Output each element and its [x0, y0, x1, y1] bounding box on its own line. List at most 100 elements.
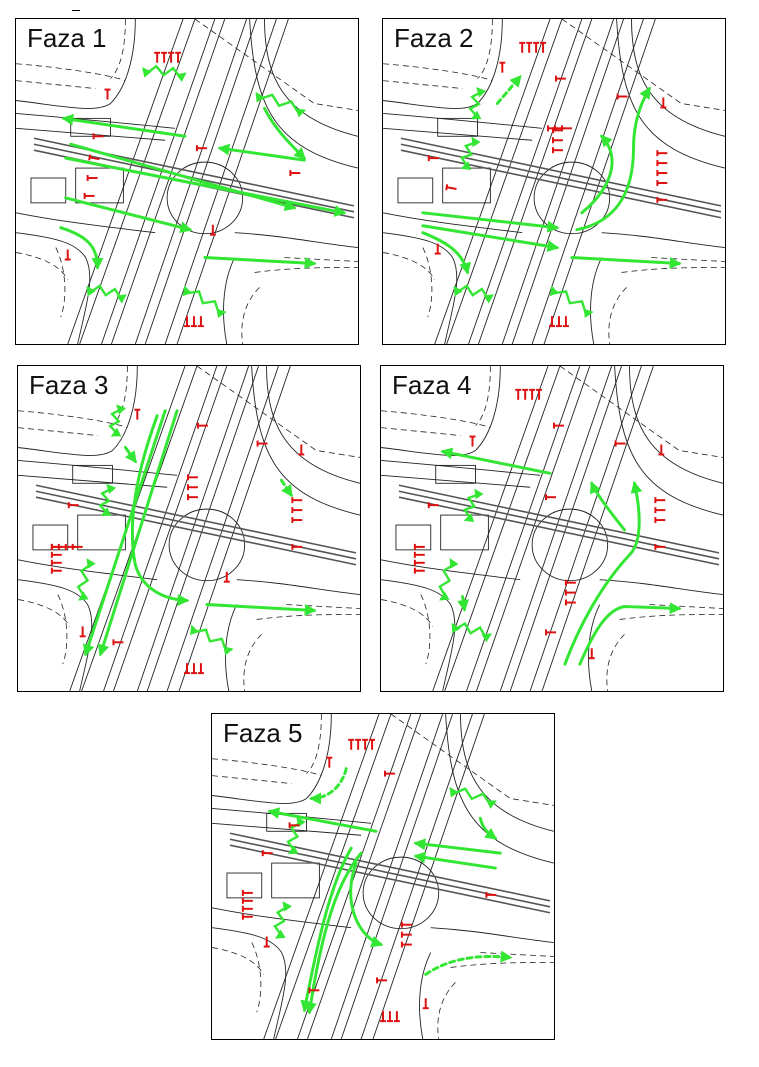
signal-head [161, 51, 168, 63]
pedestrian-crossing [459, 136, 481, 171]
signal-head [104, 88, 111, 100]
signal-head [175, 51, 182, 63]
road-edge-line [478, 19, 593, 344]
road-geometry [381, 366, 723, 691]
signal-head [413, 567, 425, 574]
pedestrian-crossing [86, 284, 127, 304]
signal-head [241, 913, 253, 920]
road-edge-line [18, 459, 178, 476]
road-edge-line [432, 366, 549, 691]
signal-head [427, 502, 439, 509]
signal-head [413, 543, 425, 550]
movement-arrow [279, 478, 293, 498]
movement-arrow [309, 767, 348, 805]
signal-head [83, 192, 95, 199]
tram-rail [400, 149, 722, 219]
signal-head [654, 497, 666, 504]
signal-head [112, 639, 124, 646]
signal-head [288, 822, 300, 829]
road-edge-line [381, 366, 501, 456]
island [437, 117, 478, 137]
pedestrian-crossing [108, 404, 127, 437]
pedestrian-crossing [255, 91, 307, 118]
signal-head [187, 474, 198, 481]
road-geometry [212, 714, 554, 1039]
signal-head [291, 507, 303, 514]
movement-arrow [205, 603, 317, 616]
signal-head [195, 145, 207, 152]
intersection-diagram-3 [18, 366, 360, 691]
signal-head [400, 931, 412, 938]
movement-arrow [61, 113, 187, 138]
dashed-lines [18, 366, 360, 691]
signal-head [413, 559, 425, 566]
island [395, 524, 432, 551]
signal-stem [89, 156, 100, 161]
tram-rail [398, 496, 720, 566]
signal-head [658, 444, 665, 456]
signal-head [519, 41, 526, 53]
road-edge-line [275, 714, 392, 1039]
signal-head [400, 921, 412, 928]
dashed-line [390, 714, 554, 806]
road-edge-line [446, 19, 563, 344]
signal-head [184, 663, 190, 675]
signal-head [413, 551, 425, 558]
dashed-line [420, 594, 431, 665]
signal-head [545, 629, 556, 636]
island [442, 167, 491, 204]
road-edge-line [18, 579, 93, 691]
dashed-line [286, 604, 360, 609]
road-edge-line [146, 366, 259, 691]
dashed-line [475, 366, 491, 426]
movement-arrow [349, 861, 384, 948]
movement-arrow [64, 156, 347, 217]
signal-head [555, 316, 562, 328]
signal-head [654, 543, 666, 550]
signal-head [656, 196, 668, 203]
signal-head [656, 170, 668, 177]
movement-arrow [123, 446, 137, 464]
signal-head [369, 738, 376, 750]
movement-arrow [495, 74, 522, 105]
pedestrian-crossing [189, 624, 234, 656]
signal-head [168, 51, 175, 63]
center-circle [533, 161, 611, 235]
signal-head [88, 154, 100, 161]
signal-head [554, 75, 566, 82]
road-edge-line [111, 19, 226, 344]
movement-arrow [457, 595, 469, 612]
island [77, 514, 126, 551]
movement-arrow [203, 256, 317, 269]
dashed-line [306, 714, 322, 774]
dashed-line [649, 604, 723, 609]
road-edge-line [166, 366, 279, 691]
phase-panel-1: Faza 1 [15, 18, 359, 345]
tram-tracks [400, 137, 722, 219]
intersection-diagram-4 [381, 366, 723, 691]
dashed-line [422, 247, 433, 318]
signal-head [197, 316, 204, 328]
dashed-line [16, 63, 126, 81]
signal-head [386, 1011, 393, 1023]
signal-head [552, 137, 563, 144]
signal-stem [446, 186, 457, 190]
road-edge-line [614, 366, 723, 516]
signal-head [383, 770, 395, 777]
road-edge-line [16, 212, 156, 234]
road-edge-line [297, 714, 412, 1039]
signal-head [656, 160, 668, 167]
signal-head [190, 316, 197, 328]
tram-rail [229, 832, 551, 902]
movement-arrow [413, 851, 497, 870]
road-edge-line [212, 822, 362, 836]
signal-head [64, 249, 71, 261]
signal-head [86, 175, 98, 182]
road-edge-line [340, 714, 453, 1039]
signal-head [79, 626, 86, 638]
movement-arrow [570, 256, 682, 269]
panel-title: Faza 2 [391, 23, 477, 53]
road-edge-line [264, 19, 358, 137]
road-edge-line [466, 366, 581, 691]
pedestrian-crossing [438, 558, 459, 601]
